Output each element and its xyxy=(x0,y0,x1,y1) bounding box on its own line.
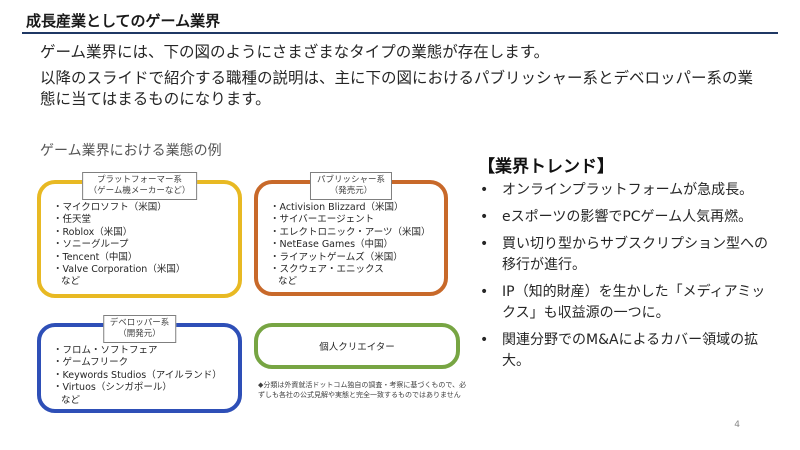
platform-label-line2: （ゲーム機メーカーなど） xyxy=(88,186,191,196)
bullet-icon: • xyxy=(480,209,489,225)
developer-box-label: デベロッパー系 （開発元） xyxy=(102,315,177,343)
individual-creator-box: 個人クリエイター xyxy=(254,323,460,369)
list-item: ・スクウェア・エニックス xyxy=(270,264,384,276)
list-item: ・マイクロソフト（米国） xyxy=(53,202,167,213)
trend-list: • オンラインプラットフォームが急成長。 • eスポーツの影響でPCゲーム人気再燃。… xyxy=(478,180,778,378)
trend-text: 関連分野でのM&Aによるカバー領域の拡大。 xyxy=(502,332,759,369)
trend-text: eスポーツの影響でPCゲーム人気再燃。 xyxy=(502,209,753,225)
trend-text: 買い切り型からサブスクリプション型への移行が進行。 xyxy=(502,236,768,273)
trend-text: オンラインプラットフォームが急成長。 xyxy=(502,182,754,198)
bullet-icon: • xyxy=(480,182,489,198)
list-item: ・Roblox（米国） xyxy=(53,226,133,238)
bullet-icon: • xyxy=(480,236,489,252)
page-number: 4 xyxy=(734,420,740,430)
list-item: ・フロム・ソフトフェア xyxy=(53,345,158,356)
platform-box-label: プラットフォーマー系 （ゲーム機メーカーなど） xyxy=(81,172,198,200)
slide-title: 成長産業としてのゲーム業界 xyxy=(26,12,221,30)
list-item: ・Keywords Studios（アイルランド） xyxy=(53,369,222,381)
list-item: など xyxy=(61,394,81,406)
bullet-icon: • xyxy=(480,284,489,300)
developer-list: ・フロム・ソフトフェア ・ゲームフリーク ・Keywords Studios（ア… xyxy=(53,345,222,407)
list-item: ・エレクトロニック・アーツ（米国） xyxy=(270,226,431,238)
list-item: ・ゲームフリーク xyxy=(53,357,129,369)
publisher-label-line2: （発売元） xyxy=(329,186,373,196)
diagram-label: ゲーム業界における業態の例 xyxy=(40,143,222,159)
intro-line-1: ゲーム業界には、下の図のようにさまざまなタイプの業態が存在します。 xyxy=(40,43,550,61)
trend-item: • 買い切り型からサブスクリプション型への移行が進行。 xyxy=(478,234,778,276)
trend-item: • 関連分野でのM&Aによるカバー領域の拡大。 xyxy=(478,330,778,372)
list-item: など xyxy=(61,276,81,288)
classification-note: ◆分類は外資就活ドットコム独自の調査・考察に基づくもので、必ずしも各社の公式見解… xyxy=(258,381,467,399)
developer-box: デベロッパー系 （開発元） ・フロム・ソフトフェア ・ゲームフリーク ・Keyw… xyxy=(37,315,242,413)
developer-label-line1: デベロッパー系 xyxy=(109,318,170,328)
trend-text: IP（知的財産）を生かした「メディアミックス」も収益源の一つに。 xyxy=(502,284,766,321)
list-item: ・ソニーグループ xyxy=(53,239,129,251)
list-item: ・ライアットゲームズ（米国） xyxy=(270,251,403,263)
list-item: ・NetEase Games（中国） xyxy=(270,239,394,251)
trend-heading: 【業界トレンド】 xyxy=(478,157,614,177)
bullet-icon: • xyxy=(480,332,489,348)
list-item: ・Tencent（中国） xyxy=(53,251,138,263)
platform-box: プラットフォーマー系 （ゲーム機メーカーなど） ・マイクロソフト（米国） ・任天… xyxy=(37,172,242,298)
platform-label-line1: プラットフォーマー系 xyxy=(96,175,182,185)
list-item: など xyxy=(278,276,298,288)
publisher-list: ・Activision Blizzard（米国） ・サイバーエージェント ・エレ… xyxy=(270,202,431,289)
developer-label-line2: （開発元） xyxy=(118,329,161,339)
publisher-box: パブリッシャー系 （発売元） ・Activision Blizzard（米国） … xyxy=(254,172,448,296)
publisher-label-line1: パブリッシャー系 xyxy=(316,175,386,185)
intro-line-2: 以降のスライドで紹介する職種の説明は、主に下の図におけるパブリッシャー系とデベロ… xyxy=(40,69,754,108)
list-item: ・任天堂 xyxy=(53,214,92,226)
trend-item: • eスポーツの影響でPCゲーム人気再燃。 xyxy=(478,207,778,228)
list-item: ・Activision Blizzard（米国） xyxy=(270,202,404,213)
trend-item: • オンラインプラットフォームが急成長。 xyxy=(478,180,778,201)
title-bar: 成長産業としてのゲーム業界 xyxy=(22,8,778,34)
list-item: ・Valve Corporation（米国） xyxy=(53,264,186,276)
individual-creator-label: 個人クリエイター xyxy=(319,342,395,353)
list-item: ・サイバーエージェント xyxy=(270,214,375,226)
trend-item: • IP（知的財産）を生かした「メディアミックス」も収益源の一つに。 xyxy=(478,282,778,324)
platform-list: ・マイクロソフト（米国） ・任天堂 ・Roblox（米国） ・ソニーグループ ・… xyxy=(53,202,185,289)
publisher-box-label: パブリッシャー系 （発売元） xyxy=(309,172,393,200)
list-item: ・Virtuos（シンガポール） xyxy=(53,382,172,394)
